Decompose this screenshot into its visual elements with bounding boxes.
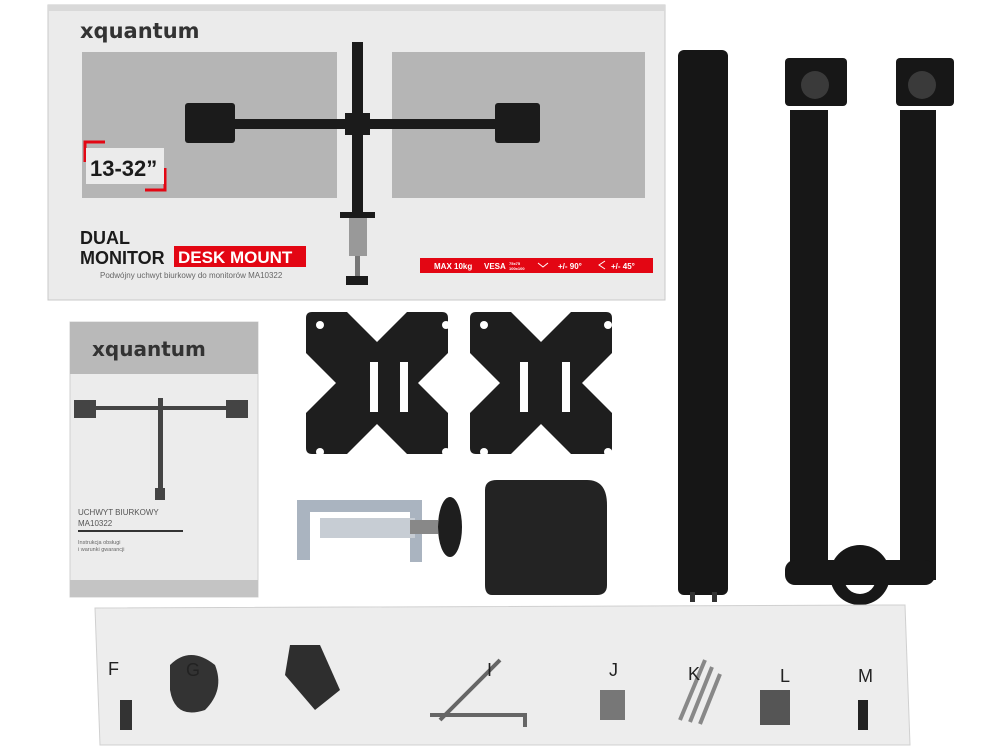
bag-label-l: L bbox=[780, 666, 790, 686]
box-title-line1: DUAL bbox=[80, 228, 130, 248]
clamp-base-plate bbox=[485, 480, 607, 595]
box-subtitle: Podwójny uchwyt biurkowy do monitorów MA… bbox=[100, 271, 283, 280]
spec-vesa-label: VESA bbox=[484, 262, 506, 271]
manual-logo: xquantum bbox=[92, 337, 206, 361]
mount-illustration bbox=[185, 42, 540, 285]
mount-pole bbox=[678, 50, 728, 602]
box-title-line2: MONITOR bbox=[80, 248, 165, 268]
spec-swivel: +/- 45° bbox=[611, 262, 635, 271]
bag-label-m: M bbox=[858, 666, 873, 686]
bag-label-i: I bbox=[487, 660, 492, 680]
spec-vesa-size-2: 100x100 bbox=[509, 266, 525, 271]
swivel-icon bbox=[598, 260, 606, 270]
spec-vesa-size-1: 75x75 bbox=[509, 261, 521, 266]
bag-label-g: G bbox=[186, 660, 200, 680]
manual-title-line1: UCHWYT BIURKOWY bbox=[78, 508, 159, 517]
monitor-arms bbox=[785, 58, 954, 605]
manual-title-line2: MA10322 bbox=[78, 519, 113, 528]
size-badge: 13-32” bbox=[90, 156, 157, 181]
instruction-manual: xquantum UCHWYT BIURKOWY MA10322 Instruk… bbox=[69, 321, 259, 598]
manual-desc-line2: i warunki gwarancji bbox=[78, 547, 124, 553]
spec-tilt: +/- 90° bbox=[558, 262, 582, 271]
product-box: xquantum 13-32” DUAL MONITOR DESK MOUNT … bbox=[47, 4, 666, 301]
desk-clamp bbox=[297, 497, 462, 562]
vesa-plate-right bbox=[470, 312, 612, 454]
box-title-highlight: DESK MOUNT bbox=[178, 248, 293, 267]
hardware-bag: F G I J K L M bbox=[94, 604, 911, 746]
bag-label-f: F bbox=[108, 659, 119, 679]
manual-desc-line1: Instrukcja obsługi bbox=[78, 540, 121, 546]
bag-label-k: K bbox=[688, 664, 700, 684]
bag-label-j: J bbox=[609, 660, 618, 680]
spec-max-load: MAX 10kg bbox=[434, 262, 472, 271]
tilt-icon bbox=[537, 262, 549, 268]
spec-bar bbox=[420, 258, 653, 273]
box-logo: xquantum bbox=[80, 19, 200, 43]
vesa-plates bbox=[306, 312, 612, 456]
